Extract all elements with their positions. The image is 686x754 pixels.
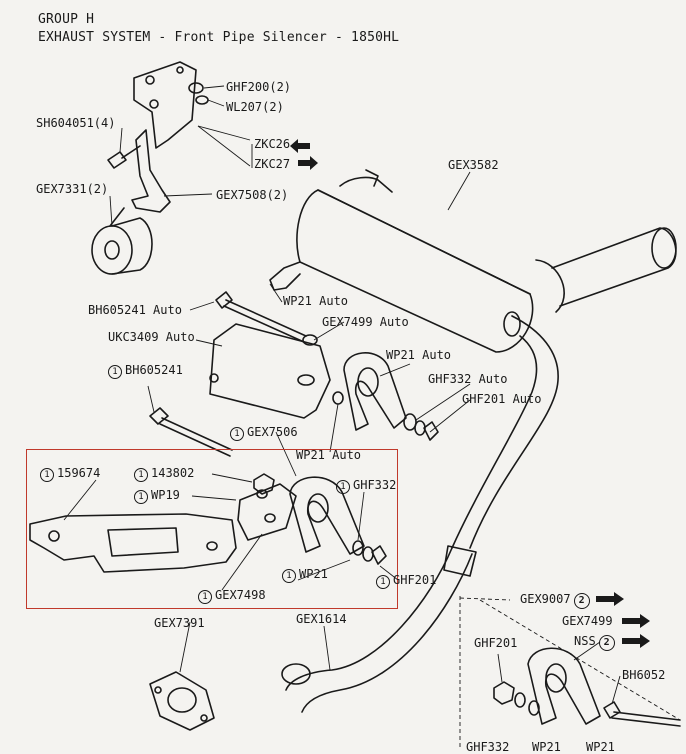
label-gex3582: GEX3582 [448,158,499,172]
mount-bracket-top [133,61,197,149]
clamp-gex7499-auto [343,352,407,431]
hanger-strap [131,129,171,213]
label-ghf200: GHF200(2) [226,80,292,94]
bolt-bh605241-auto [215,291,318,346]
gasket-gex7391 [149,671,215,731]
label-ghf201-b: GHF201 [474,636,518,650]
label-bh605241-auto: BH605241 Auto [88,303,182,317]
clamp-gex7506 [289,476,365,555]
label-wp21-c: WP21 [586,740,615,754]
label-wp21-auto-3: WP21 Auto [296,448,362,462]
label-wp21-auto-2: WP21 Auto [386,348,452,362]
label-bh605: BH6052 [622,668,666,682]
bracket-gex7498 [237,483,297,541]
bolt-sh604051 [107,145,141,169]
bolt-bh605241 [149,407,233,457]
label-ghf332-auto: GHF332 Auto [428,372,508,386]
label-gex7508: GEX7508(2) [216,188,289,202]
label-ghf332-b: GHF332 [466,740,510,754]
highlight-box [26,449,398,609]
front-pipe-gex1614 [281,545,477,713]
nut-ghf200 [188,82,204,94]
washer-auto [403,413,417,431]
label-gex7499-auto: GEX7499 Auto [322,315,409,329]
label-ukc3409-auto: UKC3409 Auto [108,330,195,344]
label-gex7331: GEX7331(2) [36,182,109,196]
label-wl207: WL207(2) [226,100,284,114]
bracket-159674 [29,513,237,573]
clamp-gex7499 [527,647,601,725]
label-ghf201-auto: GHF201 Auto [462,392,542,406]
label-zkc27: ZKC27 [254,157,291,171]
label-sh604051: SH604051(4) [36,116,116,130]
silencer-body [269,169,677,549]
label-zkc26: ZKC26 [254,137,291,151]
group-heading: GROUP H [38,12,95,27]
label-gex7499: GEX7499 [562,614,613,628]
label-gex7391: GEX7391 [154,616,205,630]
label-wp21-auto-1: WP21 Auto [283,294,349,308]
label-wp21-b: WP21 [532,740,561,754]
page-title: EXHAUST SYSTEM - Front Pipe Silencer - 1… [38,30,400,45]
bracket-ukc3409 [209,323,331,419]
rubber-mount [91,207,153,275]
label-gex1614: GEX1614 [296,612,347,626]
